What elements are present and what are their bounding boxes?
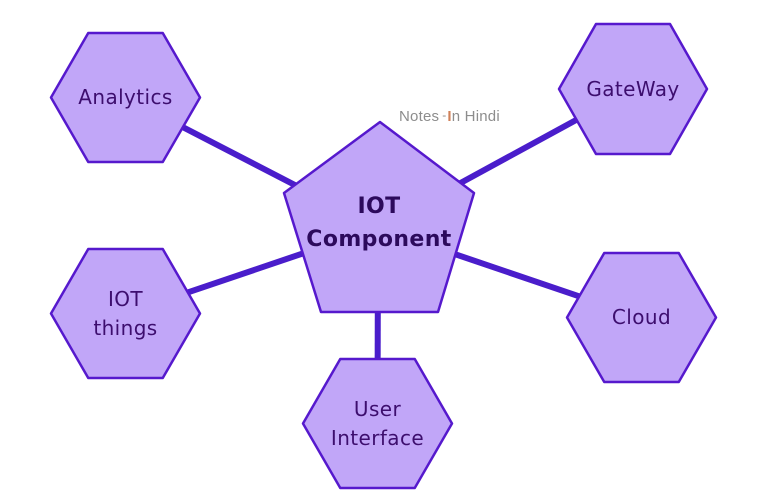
hexagon-iot-things bbox=[49, 247, 202, 380]
hexagon-cloud bbox=[565, 251, 718, 384]
pentagon-iot-component bbox=[282, 120, 476, 314]
hexagon-analytics bbox=[49, 31, 202, 164]
hexagon-gateway bbox=[557, 22, 709, 156]
hexagon-user-interface bbox=[301, 357, 454, 490]
